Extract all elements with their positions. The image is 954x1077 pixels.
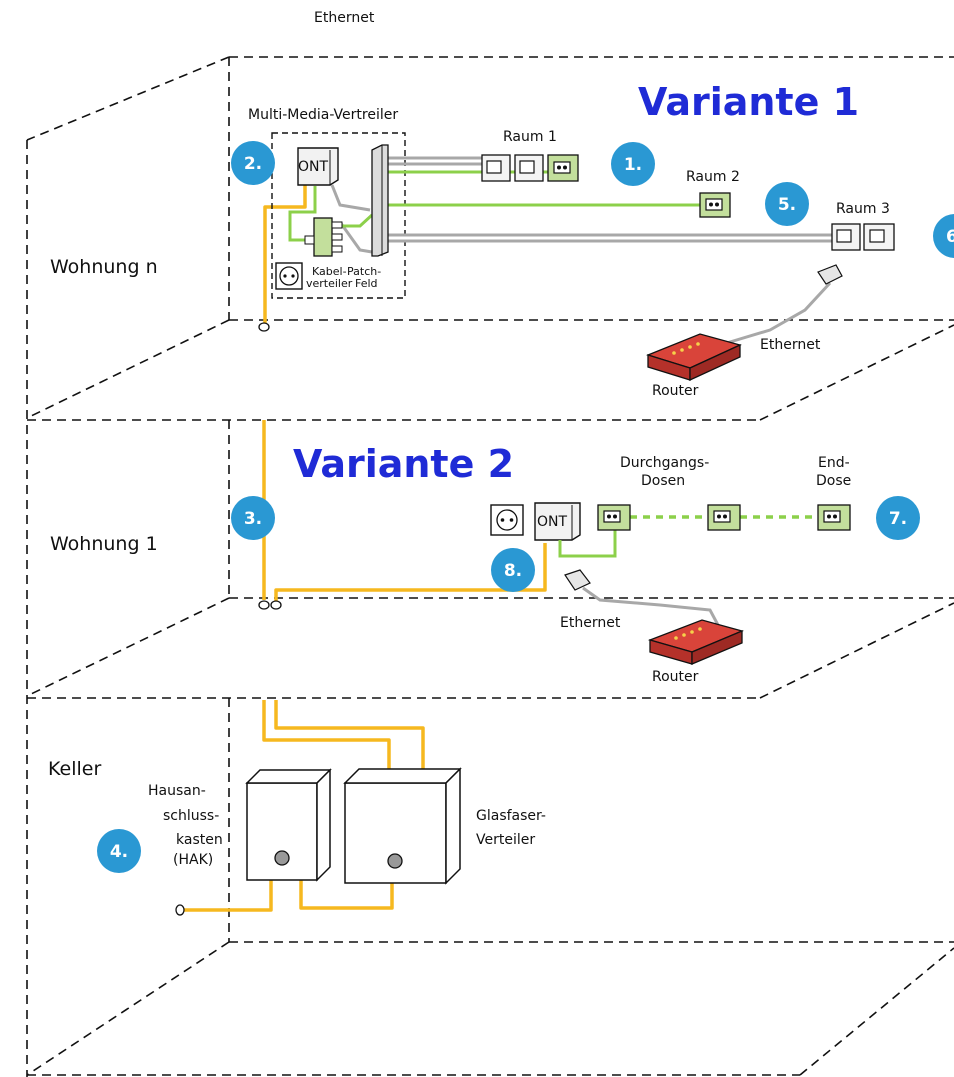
badge-2: 2. — [231, 141, 275, 185]
router-label-v2: Router — [652, 669, 699, 685]
kabelverteiler — [304, 217, 343, 257]
ethernet-plug-v2 — [564, 569, 591, 591]
router-icon-v1 — [646, 333, 742, 382]
badge-7: 7. — [876, 496, 920, 540]
badge-4-text: 4. — [110, 842, 128, 862]
end-dose — [817, 504, 851, 531]
ethernet-cable-v2 — [582, 586, 720, 626]
durchgangs-label-2: Dosen — [641, 473, 685, 489]
power-socket-icon-v1 — [275, 262, 303, 290]
badge-3-text: 3. — [244, 509, 262, 529]
badge-5: 5. — [765, 182, 809, 226]
patchfeld-label-2: Feld — [355, 277, 378, 290]
raum2-label: Raum 2 — [686, 169, 740, 185]
kabelverteiler-label-2: verteiler — [306, 277, 353, 290]
fiber-end-w1a — [258, 600, 270, 610]
gfv-label-2: Verteiler — [476, 832, 535, 848]
hak-label-4: (HAK) — [173, 852, 213, 868]
end-dose-label-1: End- — [818, 455, 850, 471]
kabelverteiler-label-1: Kabel- — [312, 265, 347, 278]
badge-5-text: 5. — [778, 195, 796, 215]
hak-label-3: kasten — [176, 832, 223, 848]
badge-1-text: 1. — [624, 155, 642, 175]
raum1-sockets — [481, 154, 579, 182]
patchfeld-label-1: Patch- — [347, 265, 381, 278]
fiber-end-w1b — [270, 600, 282, 610]
patchfeld — [371, 144, 389, 257]
raum3-label: Raum 3 — [836, 201, 890, 217]
floor-label-wohnung-1: Wohnung 1 — [50, 533, 158, 555]
badge-8: 8. — [491, 548, 535, 592]
glasfaser-verteiler-box — [343, 767, 462, 885]
mmv-box — [271, 132, 406, 299]
power-socket-icon-v2 — [490, 504, 524, 536]
hak-label-2: schluss- — [163, 808, 219, 824]
gray-cables — [330, 156, 832, 254]
durchgangsdose-2 — [707, 504, 741, 531]
ont-device-v1: ONT — [297, 147, 339, 186]
ont-label-v1: ONT — [298, 159, 328, 175]
badge-1: 1. — [611, 142, 655, 186]
mmv-label: Multi-Media-Vertreiler — [248, 107, 398, 123]
hak-box — [245, 768, 332, 882]
badge-6: 6. — [933, 214, 954, 258]
floor-label-keller: Keller — [48, 758, 101, 780]
green-line-v2 — [558, 530, 617, 558]
router-icon-v2 — [647, 619, 744, 665]
badge-4: 4. — [97, 829, 141, 873]
hak-label-1: Hausan- — [148, 783, 206, 799]
gfv-label-1: Glasfaser- — [476, 808, 546, 824]
end-dose-label-2: Dose — [816, 473, 851, 489]
fiber-end-hak — [175, 904, 185, 916]
router-label-v1: Router — [652, 383, 699, 399]
variant-2-title: Variante 2 — [293, 442, 514, 486]
raum2-socket — [699, 192, 731, 218]
badge-2-text: 2. — [244, 154, 262, 174]
ethernet-label-v1: Ethernet — [760, 337, 821, 353]
durchgangsdose-1 — [597, 504, 631, 531]
badge-8-text: 8. — [504, 561, 522, 581]
badge-7-text: 7. — [889, 509, 907, 529]
ont-device-v2: ONT — [534, 502, 581, 541]
badge-3: 3. — [231, 496, 275, 540]
ethernet-cable-v1 — [719, 281, 832, 347]
raum3-sockets — [831, 223, 895, 251]
ethernet-label-top: Ethernet — [314, 10, 375, 26]
ethernet-plug-v1 — [817, 264, 843, 285]
variant-1-title: Variante 1 — [638, 80, 859, 124]
raum1-label: Raum 1 — [503, 129, 557, 145]
ont-label-v2: ONT — [537, 514, 567, 530]
building-outline — [26, 56, 954, 1077]
fiber-end-top — [258, 322, 270, 332]
durchgangs-label-1: Durchgangs- — [620, 455, 709, 471]
badge-6-text: 6. — [946, 227, 954, 247]
ethernet-label-v2: Ethernet — [560, 615, 621, 631]
floor-label-wohnung-n: Wohnung n — [50, 256, 158, 278]
